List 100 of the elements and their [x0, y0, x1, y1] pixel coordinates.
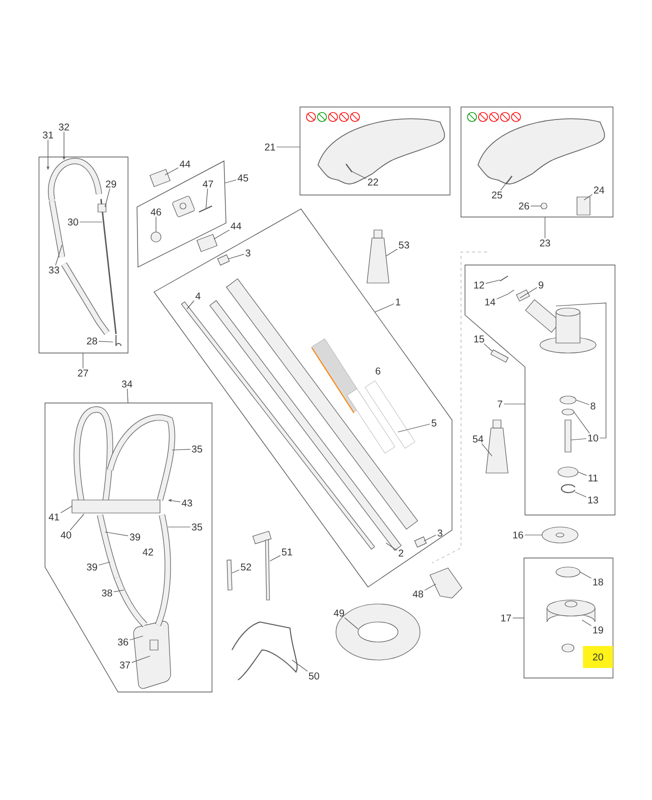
callout-number: 42 [142, 548, 154, 556]
screw-drawing [506, 176, 512, 184]
leader-line [576, 400, 590, 405]
hook-drawing [116, 334, 122, 346]
bushing-drawing [516, 290, 530, 302]
leader-line [524, 534, 542, 536]
leader-line [129, 636, 144, 640]
grease-tube-drawing [366, 230, 390, 284]
callout-number: 23 [540, 239, 550, 247]
callout-number: 18 [593, 578, 604, 586]
leader-line [584, 194, 593, 200]
leader-line [60, 506, 72, 514]
retaining-ring-drawing [560, 484, 576, 494]
callout-number: 43 [182, 499, 192, 507]
leg-strap-drawing [96, 514, 120, 579]
callout-number: 33 [48, 266, 60, 274]
gear-head-drawing [525, 299, 596, 354]
bearing-circle [560, 396, 576, 404]
callout-number: 4 [195, 292, 200, 300]
callout-number: 47 [202, 180, 214, 188]
safety-glasses-drawing [232, 622, 298, 680]
mowing-head-drawing [546, 600, 596, 622]
leader-line [168, 526, 191, 528]
callout-number: 45 [238, 174, 248, 182]
leader-line [276, 146, 300, 148]
callout-number: 32 [58, 123, 70, 131]
leader-line [172, 448, 191, 450]
callout-number: 48 [412, 590, 424, 598]
leader-line [104, 532, 129, 536]
callout-number: 49 [334, 609, 344, 617]
strap-band-drawing [48, 200, 66, 258]
leader-line [98, 341, 114, 342]
callout-number: 10 [588, 434, 598, 442]
leader-line [228, 254, 244, 260]
leader-line [582, 620, 592, 626]
leader-line [580, 572, 592, 579]
plate-circle [556, 566, 580, 578]
callout-number: 8 [590, 402, 596, 410]
leader-line [574, 492, 587, 498]
callout-number: 14 [485, 298, 496, 306]
callout-number: 6 [376, 367, 380, 375]
leader-line [224, 180, 237, 184]
callout-number: 9 [538, 281, 544, 289]
leader-line [482, 443, 492, 456]
callout-number: 39 [86, 563, 98, 571]
leader-line [424, 534, 436, 542]
grease-tube-drawing [486, 420, 508, 474]
callout-number: 35 [192, 445, 202, 453]
leader-line [82, 352, 84, 369]
leader-line [520, 287, 538, 298]
screw-drawing [198, 205, 212, 213]
callout-number: 40 [60, 531, 72, 539]
leader-line [292, 660, 308, 672]
leader-line [374, 303, 394, 312]
thrust-plate-drawing [542, 526, 578, 544]
callout-number: 29 [106, 180, 116, 188]
leader-line [232, 570, 240, 574]
callout-number: 1 [396, 298, 400, 306]
callout-number: 3 [438, 529, 442, 537]
callout-number: 44 [180, 160, 190, 168]
leader-line [578, 472, 587, 476]
deflector-drawing [336, 604, 420, 660]
callout-number: 52 [240, 563, 252, 571]
shoulder-pad-drawing [48, 158, 102, 200]
callout-number: 44 [230, 222, 242, 230]
leg-strap-drawing [155, 514, 171, 626]
knob-circle [150, 232, 162, 242]
callout-number: 11 [588, 474, 598, 482]
leader-line [496, 294, 508, 300]
leader-line [164, 167, 179, 176]
callout-number: 26 [518, 202, 530, 210]
leader-line [350, 170, 367, 179]
leader-line [386, 542, 398, 551]
spindle-box [564, 420, 572, 452]
leader-line [570, 438, 587, 440]
cap-drawing [430, 568, 462, 598]
callout-number: 54 [472, 436, 484, 442]
callout-number: 36 [118, 638, 128, 646]
leader-line [386, 248, 398, 256]
warning-label-drawing [346, 380, 416, 454]
hip-pad-drawing [133, 620, 171, 689]
callout-number: 19 [593, 626, 604, 634]
callout-number: 28 [86, 337, 98, 345]
callout-number: 15 [474, 336, 484, 342]
screw-drawing [346, 164, 352, 172]
cord-drawing [98, 198, 117, 334]
leader-line [131, 656, 150, 663]
callout-number: 3 [246, 249, 250, 257]
callout-number: 30 [68, 218, 78, 226]
callout-number: 31 [42, 131, 54, 139]
circlip-drawing [500, 276, 508, 282]
leg-strap-drawing [114, 576, 148, 628]
callout-number: 50 [308, 672, 320, 680]
leader-line [574, 412, 590, 434]
bearing-circle [558, 466, 578, 478]
callout-number: 24 [594, 186, 604, 194]
leader-line [214, 230, 230, 240]
sleeve-box [576, 196, 590, 216]
leader-line [398, 424, 430, 432]
callout-number: 5 [432, 420, 436, 426]
